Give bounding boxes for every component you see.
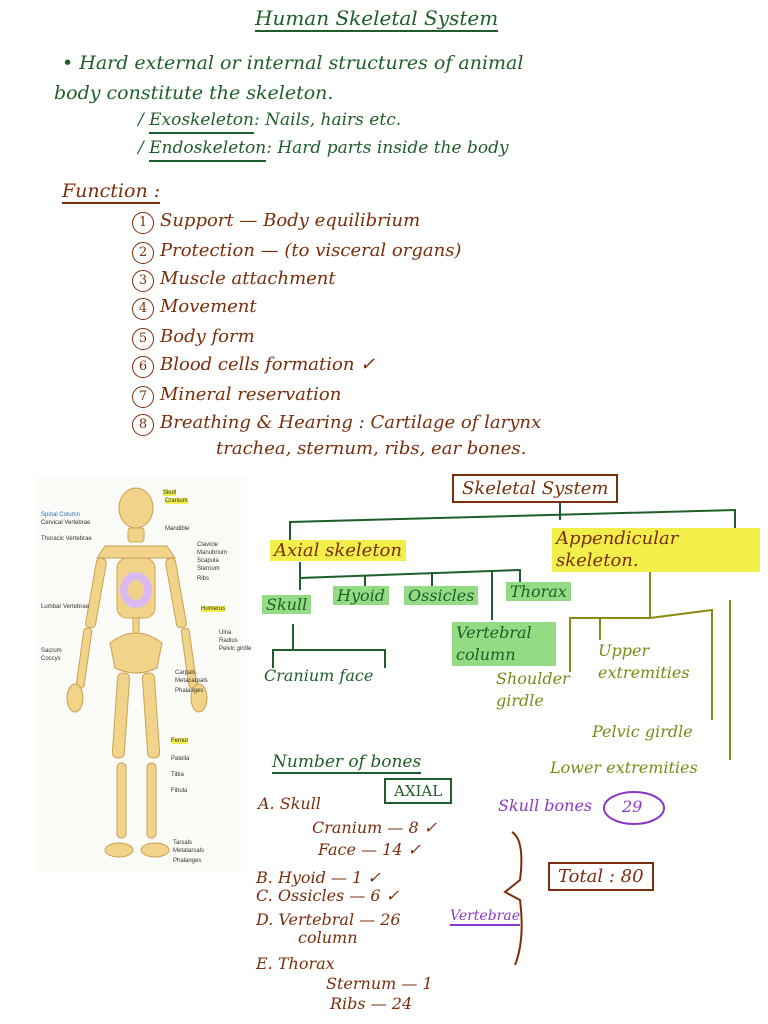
bones-row-skull: A. Skull	[258, 794, 321, 813]
label-skull: Skull	[163, 490, 177, 496]
label-patella: Patella	[171, 756, 190, 762]
label-metatarsals: Metatarsals	[173, 848, 205, 854]
exoskeleton-line: / Exoskeleton: Nails, hairs etc.	[138, 110, 402, 134]
function-text: Breathing & Hearing : Cartilage of laryn…	[160, 412, 542, 433]
label-fibula: Fibula	[171, 788, 188, 794]
function-item: 6 Blood cells formation ✓	[132, 354, 375, 378]
exoskeleton-text: : Nails, hairs etc.	[253, 110, 402, 130]
function-text: Support — Body equilibrium	[160, 210, 421, 231]
function-number: 1	[132, 212, 154, 234]
function-number: 7	[132, 386, 154, 408]
bones-row-thorax: E. Thorax	[256, 954, 335, 973]
axial-part-ossicles: Ossicles	[404, 586, 479, 605]
intro-line-1: • Hard external or internal structures o…	[62, 52, 524, 74]
function-item: 8 Breathing & Hearing : Cartilage of lary…	[132, 412, 541, 436]
function-item: 4 Movement	[132, 296, 257, 320]
label-ulna: Ulna	[219, 630, 232, 636]
label-cranium: Cranium	[165, 498, 188, 504]
bones-heading: Number of bones	[272, 752, 422, 774]
bones-row-sternum: Sternum — 1	[326, 974, 433, 993]
function-text: Body form	[160, 326, 255, 347]
label-mandible: Mandible	[165, 526, 190, 532]
label-carpals: Carpals	[175, 670, 196, 676]
function-text: Blood cells formation ✓	[160, 354, 376, 375]
label-humerus: Humerus	[201, 606, 226, 612]
skull-parts: Cranium face	[264, 666, 374, 685]
bones-row-face: Face — 14 ✓	[318, 840, 422, 859]
label-scapula: Scapula	[197, 558, 219, 564]
label-tarsals: Tarsals	[173, 840, 193, 846]
function-number: 5	[132, 328, 154, 350]
bones-row-cranium: Cranium — 8 ✓	[312, 818, 438, 837]
append-shoulder-girdle: Shoulder girdle	[496, 669, 570, 710]
label-phalanges-hand: Phalanges	[175, 688, 204, 694]
label-metacarpals: Metacarpals	[175, 678, 208, 684]
label-manubrium: Manubrium	[197, 550, 228, 556]
vertebrae-note: Vertebrae	[450, 908, 520, 926]
label-tibia: Tibia	[171, 772, 184, 778]
label-coccyx: Coccyx	[41, 656, 61, 662]
label-ribs: Ribs	[197, 576, 210, 582]
bones-row-hyoid: B. Hyoid — 1 ✓	[256, 868, 381, 887]
label-clavicle: Clavicle	[197, 542, 219, 548]
function-item: 1 Support — Body equilibrium	[132, 210, 420, 234]
vertebral-column-node: Vertebral column	[452, 622, 556, 666]
endoskeleton-text: : Hard parts inside the body	[266, 138, 509, 158]
label-spinal-column: Spinal Column	[41, 512, 81, 518]
label-sacrum: Sacrum	[41, 648, 62, 654]
label-thoracic: Thoracic Vertebrae	[41, 536, 92, 542]
label-phalanges-foot: Phalanges	[173, 858, 202, 864]
function-text: Protection — (to visceral organs)	[160, 240, 462, 261]
bones-row-ribs: Ribs — 24	[330, 994, 413, 1013]
function-number: 4	[132, 298, 154, 320]
axial-skeleton-node: Axial skeleton	[270, 540, 406, 561]
function-number: 2	[132, 242, 154, 264]
function-continuation: trachea, sternum, ribs, ear bones.	[216, 438, 527, 459]
axial-part-hyoid: Hyoid	[333, 586, 389, 605]
function-item: 5 Body form	[132, 326, 255, 350]
function-text: Mineral reservation	[160, 384, 342, 405]
skull-bones-label: Skull bones	[498, 796, 593, 815]
function-item: 3 Muscle attachment	[132, 268, 336, 292]
function-text: Movement	[160, 296, 257, 317]
function-number: 8	[132, 414, 154, 436]
total-box: Total : 80	[548, 862, 654, 891]
label-pelvic-girdle: Pelvic girdle	[219, 646, 252, 652]
function-number: 3	[132, 270, 154, 292]
skeleton-illustration: Spinal Column Cervical Vertebrae Thoraci…	[35, 478, 251, 873]
endoskeleton-line: / Endoskeleton: Hard parts inside the bo…	[138, 138, 509, 162]
endoskeleton-label: Endoskeleton	[149, 138, 267, 162]
append-lower-extremities: Lower extremities	[550, 758, 698, 777]
bones-row-column: column	[298, 928, 358, 947]
label-cervical: Cervical Vertebrae	[41, 520, 91, 526]
label-femur: Femur	[171, 738, 189, 744]
append-upper-extremities: Upper extremities	[598, 641, 690, 682]
exoskeleton-label: Exoskeleton	[149, 110, 254, 134]
function-item: 2 Protection — (to visceral organs)	[132, 240, 461, 264]
appendicular-skeleton-node: Appendicular skeleton.	[552, 528, 760, 572]
axial-box: AXIAL	[384, 778, 453, 804]
function-heading: Function :	[62, 180, 161, 204]
skeleton-figure	[66, 487, 208, 858]
function-item: 7 Mineral reservation	[132, 384, 341, 408]
bones-row-vertebral: D. Vertebral — 26	[256, 910, 401, 929]
page-title: Human Skeletal System	[255, 6, 499, 32]
function-number: 6	[132, 356, 154, 378]
function-text: Muscle attachment	[160, 268, 336, 289]
skeletal-system-root: Skeletal System	[452, 474, 619, 503]
skull-bones-count: 29	[622, 797, 643, 816]
label-lumbar: Lumbar Vertebrae	[41, 604, 90, 610]
bones-row-ossicles: C. Ossicles — 6 ✓	[256, 886, 400, 905]
label-radius: Radius	[219, 638, 238, 644]
axial-part-thorax: Thorax	[506, 582, 571, 601]
axial-part-skull: Skull	[262, 595, 312, 614]
append-pelvic-girdle: Pelvic girdle	[592, 722, 693, 741]
label-sternum: Sternum	[197, 566, 220, 572]
intro-line-2: body constitute the skeleton.	[54, 82, 334, 104]
